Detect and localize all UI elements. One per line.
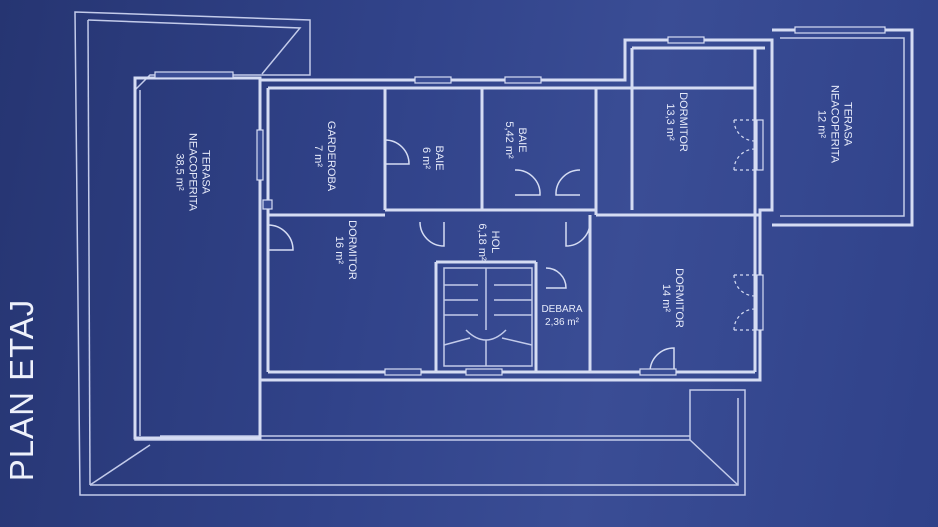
room-label-terasa-right: TERASA NEACOPERITA 12 m² bbox=[815, 85, 854, 163]
room-area: 16 m² bbox=[333, 235, 345, 265]
room-name: BAIE bbox=[433, 145, 445, 171]
plan-title: PLAN ETAJ bbox=[3, 298, 40, 482]
staircase bbox=[443, 267, 533, 367]
room-area: 2,36 m² bbox=[545, 317, 579, 328]
doors bbox=[267, 119, 756, 373]
room-name: HOL bbox=[489, 230, 501, 254]
room-label-dormitor-14: DORMITOR 14 m² bbox=[659, 268, 685, 328]
building-walls bbox=[258, 38, 774, 382]
room-label-dormitor-133: DORMITOR 13,3 m² bbox=[663, 92, 689, 152]
room-label-terasa-left: TERASA NEACOPERITA 38,5 m² bbox=[173, 133, 212, 211]
room-name-line2: NEACOPERITA bbox=[828, 84, 841, 164]
room-area: 6 m² bbox=[420, 146, 432, 169]
room-label-garderoba: GARDEROBA 7 m² bbox=[311, 121, 337, 191]
roof-outline bbox=[74, 11, 746, 496]
room-area: 38,5 m² bbox=[173, 153, 186, 191]
room-name: DORMITOR bbox=[677, 92, 689, 152]
room-label-baie-6: BAIE 6 m² bbox=[419, 145, 445, 170]
room-name: GARDEROBA bbox=[325, 120, 337, 192]
room-area: 5,42 m² bbox=[503, 121, 515, 159]
room-label-hol: HOL 6,18 m² bbox=[475, 223, 501, 260]
room-area: 6,18 m² bbox=[476, 223, 488, 261]
room-name: TERASA bbox=[199, 149, 212, 194]
room-name-line2: NEACOPERITA bbox=[186, 132, 199, 212]
room-area: 12 m² bbox=[815, 109, 828, 139]
room-label-debara: DEBARA 2,36 m² bbox=[541, 303, 582, 329]
windows bbox=[256, 36, 764, 376]
room-label-baie-542: BAIE 5,42 m² bbox=[502, 121, 528, 158]
room-name: BAIE bbox=[516, 127, 528, 153]
room-area: 13,3 m² bbox=[664, 103, 676, 141]
room-area: 7 m² bbox=[312, 144, 324, 167]
room-name: TERASA bbox=[841, 101, 854, 146]
room-label-dormitor-16: DORMITOR 16 m² bbox=[332, 220, 358, 280]
room-name: DEBARA bbox=[541, 304, 583, 315]
room-name: DORMITOR bbox=[673, 268, 685, 328]
room-name: DORMITOR bbox=[346, 220, 358, 280]
room-area: 14 m² bbox=[660, 283, 672, 313]
terrace-right-window bbox=[794, 26, 886, 34]
terrace-left-window bbox=[154, 71, 234, 79]
